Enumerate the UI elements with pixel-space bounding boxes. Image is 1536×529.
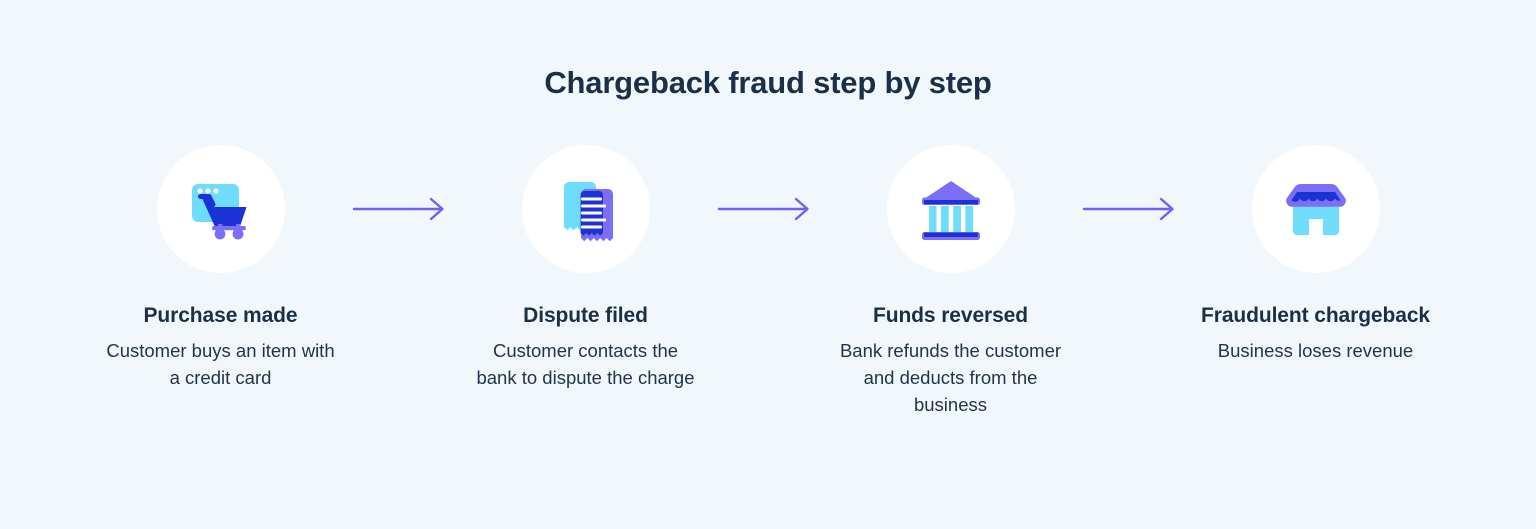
arrow-1 — [352, 145, 453, 273]
shopping-cart-browser-icon — [182, 170, 260, 248]
step-2-description: Customer contacts the bank to dispute th… — [476, 340, 695, 389]
step-1-description: Customer buys an item with a credit card — [106, 340, 335, 389]
step-3-funds-reversed: Funds reversed Bank refunds the customer… — [818, 145, 1083, 419]
arrow-3 — [1082, 145, 1183, 273]
storefront-icon — [1277, 170, 1355, 248]
step-3-icon-circle — [886, 145, 1015, 274]
step-4-fraudulent-chargeback: Fraudulent chargeback Business loses rev… — [1183, 145, 1448, 365]
receipts-icon — [547, 170, 625, 248]
step-1-icon-circle — [156, 145, 285, 274]
step-1-purchase-made: Purchase made Customer buys an item with… — [88, 145, 353, 392]
arrow-2 — [717, 145, 818, 273]
bank-building-icon — [912, 170, 990, 248]
step-4-description: Business loses revenue — [1217, 340, 1414, 362]
step-2-heading: Dispute filed — [523, 304, 648, 328]
step-3-heading: Funds reversed — [873, 304, 1028, 328]
step-4-icon-circle — [1251, 145, 1380, 274]
step-3-description: Bank refunds the customer and deducts fr… — [839, 340, 1062, 416]
step-4-heading: Fraudulent chargeback — [1201, 304, 1430, 328]
steps-row: Purchase made Customer buys an item with… — [0, 145, 1536, 419]
step-2-icon-circle — [521, 145, 650, 274]
step-1-heading: Purchase made — [143, 304, 298, 328]
step-2-dispute-filed: Dispute filed Customer contacts the bank… — [453, 145, 718, 392]
page-title: Chargeback fraud step by step — [544, 65, 992, 100]
